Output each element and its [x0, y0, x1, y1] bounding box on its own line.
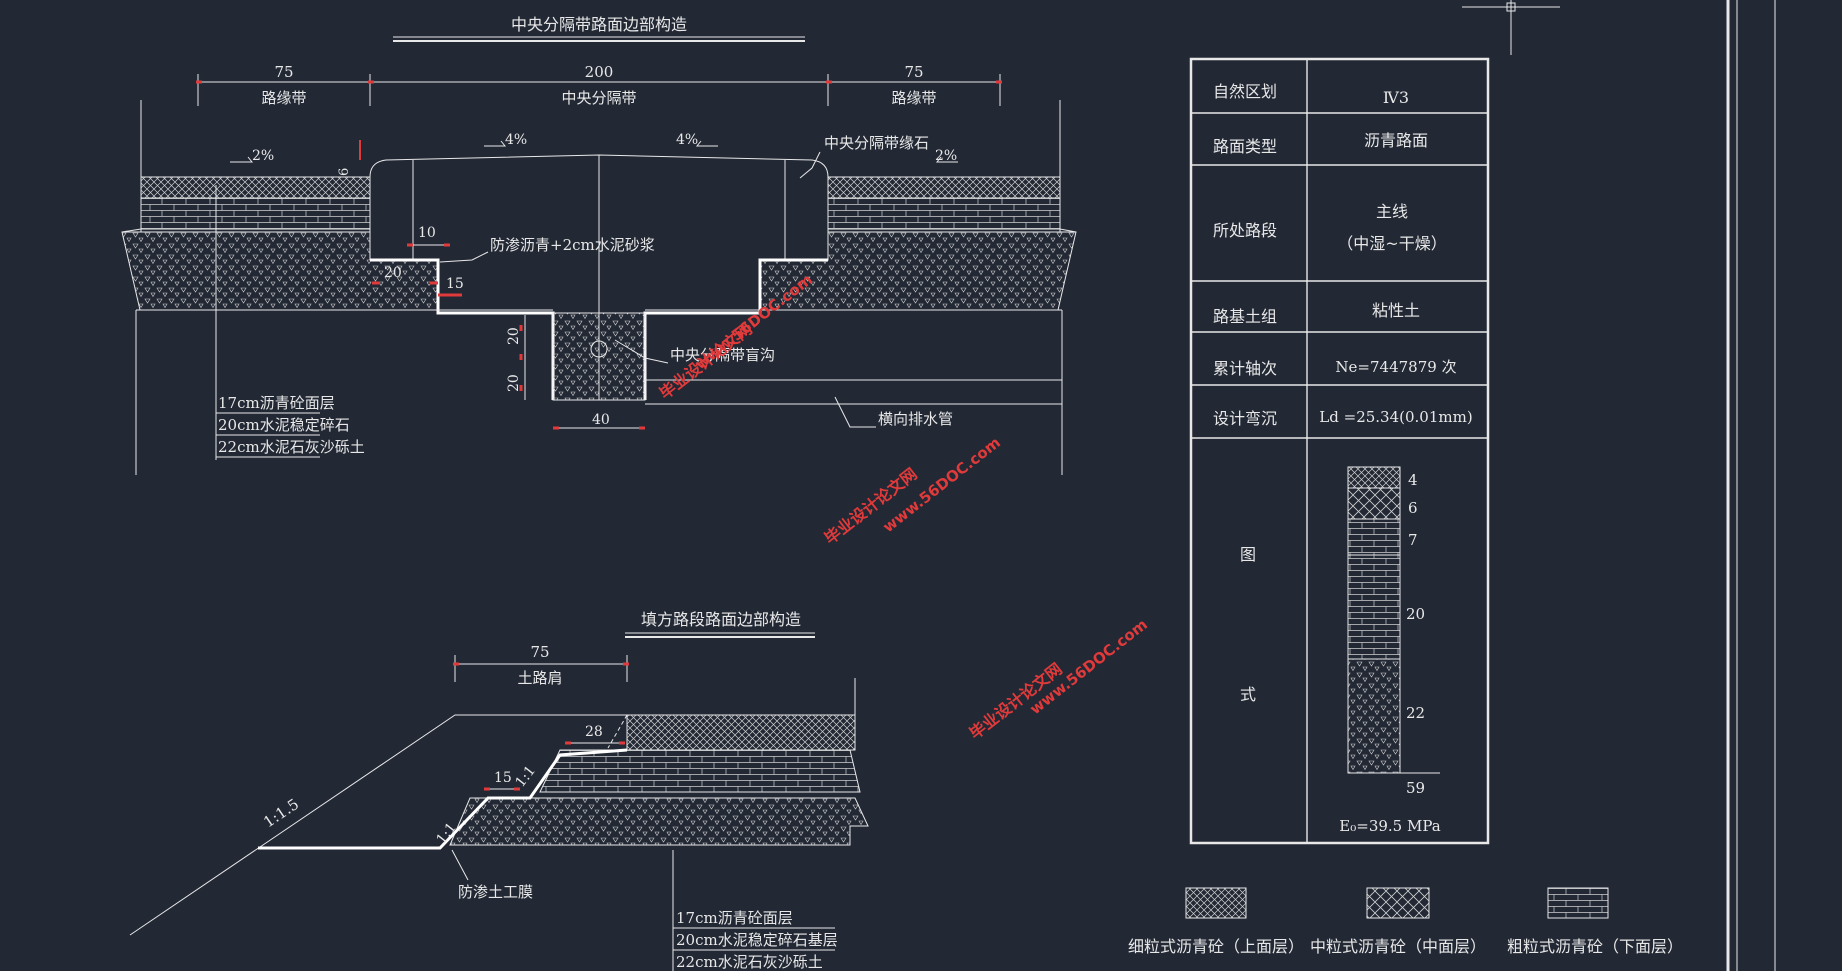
row-label-axle: 累计轴次 — [1213, 359, 1277, 378]
thickness-4: 4 — [1408, 471, 1418, 489]
median-title: 中央分隔带路面边部构造 — [511, 15, 687, 34]
slope-center-right: 4% — [676, 132, 698, 148]
slope-outer: 1:1.5 — [260, 795, 302, 831]
label-transverse-pipe: 横向排水管 — [878, 410, 953, 428]
thickness-20: 20 — [1406, 605, 1425, 623]
label-median-trench: 中央分隔带盲沟 — [670, 346, 775, 364]
fill-layer-labels: 17cm沥青砼面层 20cm水泥稳定碎石基层 22cm水泥石灰沙砾土 — [672, 850, 838, 971]
dim-15: 15 — [446, 276, 464, 292]
label-membrane: 防渗土工膜 — [458, 883, 533, 901]
thickness-total: 59 — [1406, 779, 1425, 797]
dim-left-75: 75 — [274, 63, 293, 81]
figure-label-1: 图 — [1240, 545, 1256, 564]
fill-layer-3: 22cm水泥石灰沙砾土 — [676, 953, 823, 971]
dim-center-200: 200 — [585, 63, 614, 81]
fill-title: 填方路段路面边部构造 — [641, 610, 801, 629]
row-value-axle: Ne=7447879 次 — [1335, 358, 1456, 376]
legend-item-medium: 中粒式沥青砼（中面层） — [1310, 887, 1486, 956]
row-value-zone: Ⅳ3 — [1383, 88, 1409, 107]
dim-trench-h1: 20 — [506, 327, 522, 345]
info-table: 自然区划 Ⅳ3 路面类型 沥青路面 所处路段 主线 （中湿~干燥） 路基土组 粘… — [1189, 57, 1490, 845]
label-curb-stone: 中央分隔带缘石 — [824, 134, 929, 152]
slope-step-upper: 1:1 — [513, 763, 539, 791]
figure-label-2: 式 — [1240, 685, 1256, 704]
row-label-zone: 自然区划 — [1213, 82, 1277, 101]
watermarks: 毕业设计论文网 www.56DOC.com 毕业设计论文网 www.56DOC.… — [656, 270, 1151, 743]
legend: 细粒式沥青砼（上面层） 中粒式沥青砼（中面层） 粗粒式沥青砼（下面层） — [1128, 887, 1683, 956]
row-label-deflection: 设计弯沉 — [1213, 409, 1277, 428]
slope-center-left: 4% — [505, 132, 527, 148]
row-label-pavement-type: 路面类型 — [1213, 137, 1277, 156]
label-left-curb-strip: 路缘带 — [261, 89, 306, 107]
median-layer-1: 17cm沥青砼面层 — [218, 394, 335, 412]
row-value-pavement-type: 沥青路面 — [1364, 131, 1428, 150]
median-dimension-line: 75 200 75 路缘带 中央分隔带 路缘带 — [196, 63, 1002, 107]
fill-section: 填方路段路面边部构造 75 土路肩 28 15 1:1.5 1:1 1:1 防渗… — [129, 610, 869, 971]
dim-trench-h2: 20 — [506, 374, 522, 392]
dim-28: 28 — [585, 724, 603, 740]
legend-label-coarse: 粗粒式沥青砼（下面层） — [1507, 937, 1683, 956]
row-value-deflection: Ld =25.34(0.01mm) — [1319, 408, 1472, 426]
dim-10: 10 — [418, 225, 436, 241]
crosshair-cursor — [1462, 0, 1560, 55]
row-label-section: 所处路段 — [1213, 221, 1277, 240]
shoulder-label: 土路肩 — [517, 669, 562, 687]
drawing-frame — [1462, 0, 1776, 971]
thickness-6: 6 — [1408, 499, 1418, 517]
row-value-soil: 粘性土 — [1372, 301, 1420, 320]
legend-item-fine: 细粒式沥青砼（上面层） — [1128, 887, 1304, 956]
legend-label-medium: 中粒式沥青砼（中面层） — [1310, 937, 1486, 956]
dim-6: 6 — [337, 168, 352, 176]
subgrade-modulus: E₀=39.5 MPa — [1339, 817, 1440, 835]
fill-layer-2: 20cm水泥稳定碎石基层 — [676, 931, 838, 949]
row-value-section-moisture: （中湿~干燥） — [1337, 234, 1446, 253]
legend-label-fine: 细粒式沥青砼（上面层） — [1128, 937, 1304, 956]
shoulder-dim: 75 — [530, 643, 549, 661]
dim-15-fill: 15 — [494, 770, 512, 786]
median-section: 中央分隔带路面边部构造 75 200 75 路缘带 中央分隔带 路缘带 2% 4… — [121, 15, 1077, 475]
dim-trench-w: 40 — [592, 412, 610, 428]
thickness-7: 7 — [1408, 531, 1418, 549]
fill-layer-1: 17cm沥青砼面层 — [676, 909, 793, 927]
median-layer-2: 20cm水泥稳定碎石 — [218, 416, 350, 434]
label-median-strip: 中央分隔带 — [561, 89, 636, 107]
median-layer-3: 22cm水泥石灰沙砾土 — [218, 438, 365, 456]
row-value-section: 主线 — [1376, 202, 1408, 221]
pavement-structure-column — [1347, 466, 1440, 774]
thickness-22: 22 — [1406, 704, 1425, 722]
label-right-curb-strip: 路缘带 — [891, 89, 936, 107]
dim-right-75: 75 — [904, 63, 923, 81]
dim-20: 20 — [384, 265, 402, 281]
legend-item-coarse: 粗粒式沥青砼（下面层） — [1507, 887, 1683, 956]
row-label-soil: 路基土组 — [1213, 307, 1277, 326]
label-waterproof: 防渗沥青+2cm水泥砂浆 — [490, 236, 655, 254]
slope-left: 2% — [252, 148, 274, 164]
median-layer-labels: 17cm沥青砼面层 20cm水泥稳定碎石 22cm水泥石灰沙砾土 — [215, 185, 365, 460]
slope-right: 2% — [935, 148, 957, 164]
